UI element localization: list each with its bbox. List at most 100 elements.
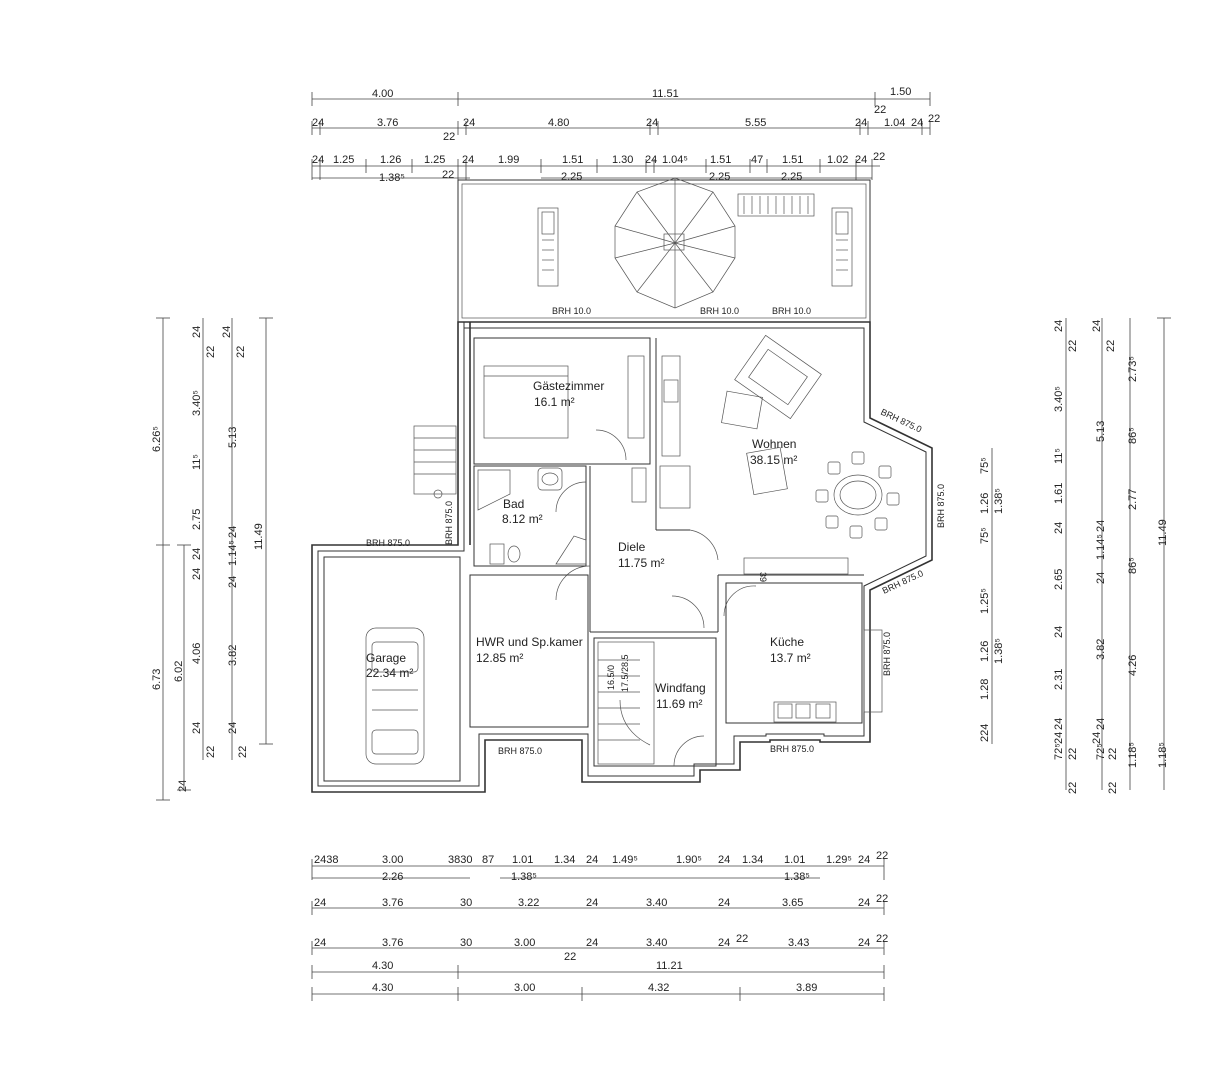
left-dimensions: 6.26⁵ 6.73 24 6.02 24 22 3.40⁵ 11⁵ 2.75 … bbox=[151, 317, 273, 801]
dim-b1-5: 1.01 bbox=[512, 854, 533, 866]
dim-b5-3: 3.89 bbox=[796, 982, 817, 994]
dim-b3-8: 22 bbox=[736, 933, 748, 945]
dim-l2-0: 6.02 bbox=[173, 661, 185, 682]
dim-b1-15: 1.29⁵ bbox=[826, 854, 852, 866]
dim-t3-17: 2.25 bbox=[781, 171, 802, 183]
dim-r1-2: 1.38⁵ bbox=[993, 488, 1005, 514]
dim-r2-9: 24 bbox=[1053, 718, 1065, 730]
dim-r5-0: 11.49 bbox=[1157, 519, 1169, 546]
right-dimensions: 75⁵ 1.26 1.38⁵ 75⁵ 1.25⁵ 1.26 1.38⁵ 1.28… bbox=[979, 317, 1171, 794]
dim-t3-2: 1.26 bbox=[380, 154, 401, 166]
dim-b1-17: 22 bbox=[876, 850, 888, 862]
dim-b1-14: 1.38⁵ bbox=[784, 871, 810, 883]
brh-bay-top: BRH 875.0 bbox=[879, 407, 923, 435]
bad-area: 8.12 m² bbox=[502, 512, 543, 526]
car-icon bbox=[365, 627, 425, 765]
dim-r4-4: 4.26 bbox=[1127, 655, 1139, 676]
dim-b2-0: 24 bbox=[314, 897, 326, 909]
diele-area: 11.75 m² bbox=[618, 556, 664, 570]
dim-b1-0: 2438 bbox=[314, 854, 338, 866]
dim-r2-12: 22 bbox=[1067, 782, 1079, 794]
dim-b1-1: 3.00 bbox=[382, 854, 403, 866]
dim-l3-9: 22 bbox=[205, 746, 217, 758]
dim-t2-7: 24 bbox=[855, 117, 867, 129]
dim-b1-7: 1.34 bbox=[554, 854, 575, 866]
dim-r1-3: 75⁵ bbox=[979, 527, 991, 544]
bottom-dimensions: 2438 3.00 2.26 3830 87 1.01 1.38⁵ 1.34 2… bbox=[311, 850, 888, 1001]
dim-l1-0: 6.26⁵ bbox=[151, 426, 163, 452]
dim-r4-5: 1.18⁵ bbox=[1127, 742, 1139, 768]
dim-b2-3: 3.22 bbox=[518, 897, 539, 909]
dim-r2-0: 22 bbox=[1067, 340, 1079, 352]
dim-t3-8: 1.51 bbox=[562, 154, 583, 166]
dim-b3-0: 24 bbox=[314, 937, 326, 949]
kueche-name: Küche bbox=[770, 635, 804, 649]
dim-r3-2: 5.13 bbox=[1095, 421, 1107, 442]
dim-b1-12: 1.34 bbox=[742, 854, 763, 866]
dim-r3-9: 22 bbox=[1107, 748, 1119, 760]
room-wohnen: 39 Wohnen 38.15 m² BRH 875.0 BRH 875.0 B… bbox=[655, 334, 946, 596]
dim-r2-8: 2.31 bbox=[1053, 669, 1065, 690]
dim-b3-1: 3.76 bbox=[382, 937, 403, 949]
dim-t3-18: 1.02 bbox=[827, 154, 848, 166]
dim-t3-3: 1.38⁵ bbox=[379, 172, 405, 184]
dim-b3-5: 24 bbox=[586, 937, 598, 949]
dim-r1-0: 75⁵ bbox=[979, 457, 991, 474]
sun-lounger-right bbox=[831, 207, 853, 287]
dim-r1-6: 1.38⁵ bbox=[993, 638, 1005, 664]
brh-terrace-2: BRH 10.0 bbox=[700, 306, 739, 316]
dim-b1-3: 3830 bbox=[448, 854, 472, 866]
dim-l4-3: 24 bbox=[227, 526, 239, 538]
dim-t2-11: 22 bbox=[874, 104, 886, 116]
dim-l4-1: 22 bbox=[235, 346, 247, 358]
dim-t2-0: 24 bbox=[312, 117, 324, 129]
dim-b1-10: 1.90⁵ bbox=[676, 854, 702, 866]
windfang-name: Windfang bbox=[655, 681, 706, 695]
brh-hwr-bottom: BRH 875.0 bbox=[498, 746, 542, 756]
gaestezimmer-area: 16.1 m² bbox=[534, 395, 575, 409]
dim-r2-1: 24 bbox=[1053, 320, 1065, 332]
dim-b1-9: 1.49⁵ bbox=[612, 854, 638, 866]
dim-r2-6: 2.65 bbox=[1053, 569, 1065, 590]
bad-name: Bad bbox=[503, 497, 524, 511]
dim-b5-1: 3.00 bbox=[514, 982, 535, 994]
brh-bad-side: BRH 875.0 bbox=[444, 501, 454, 545]
dim-r5-1: 1.18⁵ bbox=[1157, 742, 1169, 768]
dim-b1-13: 1.01 bbox=[784, 854, 805, 866]
dim-r2-2: 3.40⁵ bbox=[1053, 386, 1065, 412]
dim-t2-8: 1.04 bbox=[884, 117, 905, 129]
dim-r3-4: 1.14⁵ bbox=[1095, 534, 1107, 560]
dim-r4-3: 86⁵ bbox=[1127, 557, 1139, 574]
dim-b2-2: 30 bbox=[460, 897, 472, 909]
dim-t3-19: 24 bbox=[855, 154, 867, 166]
dim-b2-7: 3.65 bbox=[782, 897, 803, 909]
dim-l1-2: 24 bbox=[177, 780, 189, 792]
room-diele: Diele 11.75 m² bbox=[555, 465, 864, 633]
dim-b3-3: 3.00 bbox=[514, 937, 535, 949]
parasol bbox=[614, 177, 736, 309]
dim-l3-8: 24 bbox=[191, 722, 203, 734]
dim-b1-8: 24 bbox=[586, 854, 598, 866]
brh-bay-right: BRH 875.0 bbox=[936, 484, 946, 528]
dim-l4-2: 5.13 bbox=[227, 427, 239, 448]
sun-lounger-top bbox=[737, 193, 815, 217]
dim-r2-5: 24 bbox=[1053, 522, 1065, 534]
dim-t2-4: 4.80 bbox=[548, 117, 569, 129]
dim-t3-1: 1.25 bbox=[333, 154, 354, 166]
dim-t2-9: 24 bbox=[911, 117, 923, 129]
dim-r1-8: 224 bbox=[979, 724, 991, 742]
dim-b5-0: 4.30 bbox=[372, 982, 393, 994]
dim-b1-4: 87 bbox=[482, 854, 494, 866]
stair-label-1: 16.5/0 bbox=[606, 665, 616, 690]
room-hwr: HWR und Sp.kamer 12.85 m² BRH 875.0 bbox=[469, 574, 589, 756]
dim-t3-11: 24 bbox=[645, 154, 657, 166]
dim-t3-6: 24 bbox=[462, 154, 474, 166]
dim-r2-10: 72⁵ bbox=[1053, 743, 1065, 760]
brh-kueche-right: BRH 875.0 bbox=[882, 632, 892, 676]
dim-t3-14: 2.25 bbox=[709, 171, 730, 183]
dining-table bbox=[815, 451, 900, 539]
dim-r2-4: 1.61 bbox=[1053, 483, 1065, 504]
dim-b5-2: 4.32 bbox=[648, 982, 669, 994]
dim-b1-16: 24 bbox=[858, 854, 870, 866]
windfang-area: 11.69 m² bbox=[656, 697, 702, 711]
